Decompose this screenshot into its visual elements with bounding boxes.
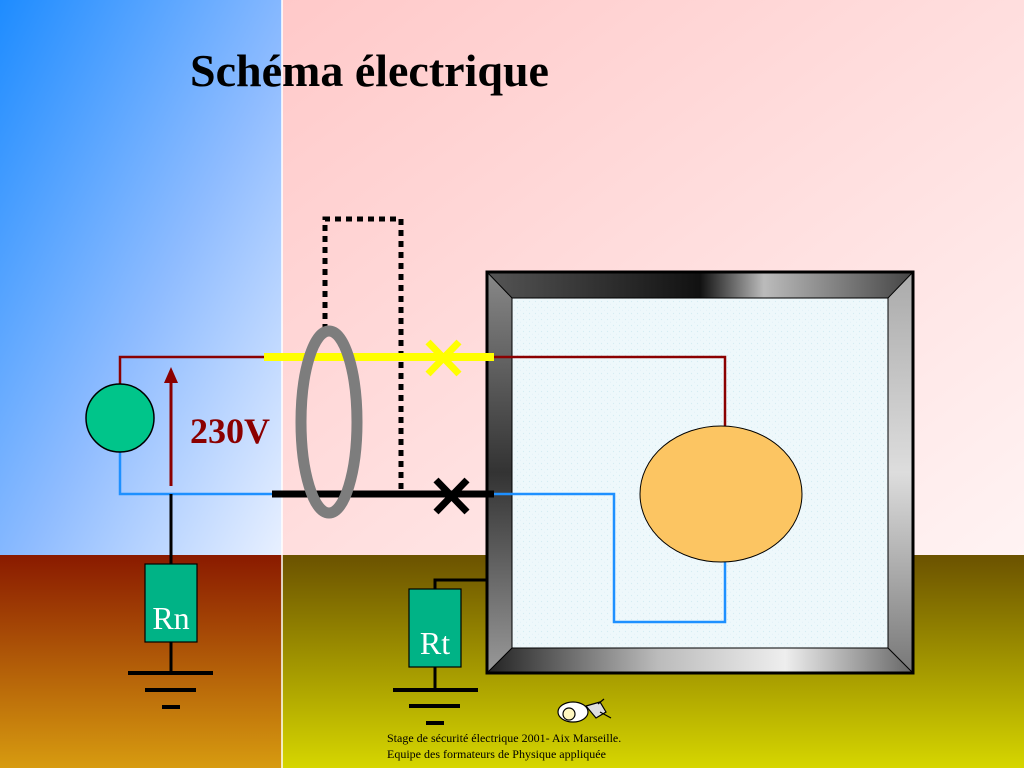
phase-wire [118, 355, 727, 428]
phase-wire-left [118, 355, 268, 388]
frame-earthing [393, 578, 487, 725]
background-blue-panel [0, 0, 282, 555]
phase-contact-cross [425, 339, 462, 377]
neutral-earthing [128, 494, 213, 709]
frame-bevel-bl [486, 647, 513, 674]
footer-line-2: Equipe des formateurs de Physique appliq… [387, 747, 606, 761]
neutral-wire-right [494, 492, 727, 624]
voltage-arrow [164, 367, 178, 486]
frame-bevel-tl [486, 271, 513, 299]
mascot-logo [557, 698, 612, 723]
ground-left-panel [0, 555, 282, 768]
neutral-wire [118, 452, 727, 624]
mascot-tail [599, 711, 612, 719]
phase-wire-right [492, 355, 727, 428]
resistor-rn-label: Rn [152, 600, 190, 636]
mascot-body [584, 701, 607, 719]
frame-bevel-br [887, 647, 914, 674]
current-transformer-toroid [295, 325, 363, 519]
load [639, 425, 803, 563]
voltage-arrow-head [164, 367, 178, 383]
neutral-contact-cross [433, 477, 470, 515]
resistor-rt-label: Rt [419, 625, 451, 661]
phase-cross-b [425, 339, 462, 377]
frame-top [487, 272, 913, 298]
neutral-wire-left [118, 452, 276, 496]
neutral-cross-b [433, 477, 470, 515]
frame-bottom [487, 648, 913, 673]
frame-bevel-tr [887, 271, 914, 299]
footer: Stage de sécurité électrique 2001- Aix M… [387, 730, 621, 762]
rt-lead-top [433, 578, 487, 590]
page-title: Schéma électrique [190, 45, 549, 96]
frame-right [888, 272, 913, 673]
mascot-eye [562, 707, 576, 721]
footer-line-1: Stage de sécurité électrique 2001- Aix M… [387, 731, 622, 745]
frame-left [487, 272, 512, 673]
frame-inner-outline [511, 297, 889, 649]
frame-outline [485, 270, 915, 675]
mascot-leg [597, 698, 605, 705]
resistor-rt [408, 588, 462, 668]
voltage-label: 230V [190, 411, 270, 451]
voltage-source [85, 383, 155, 453]
